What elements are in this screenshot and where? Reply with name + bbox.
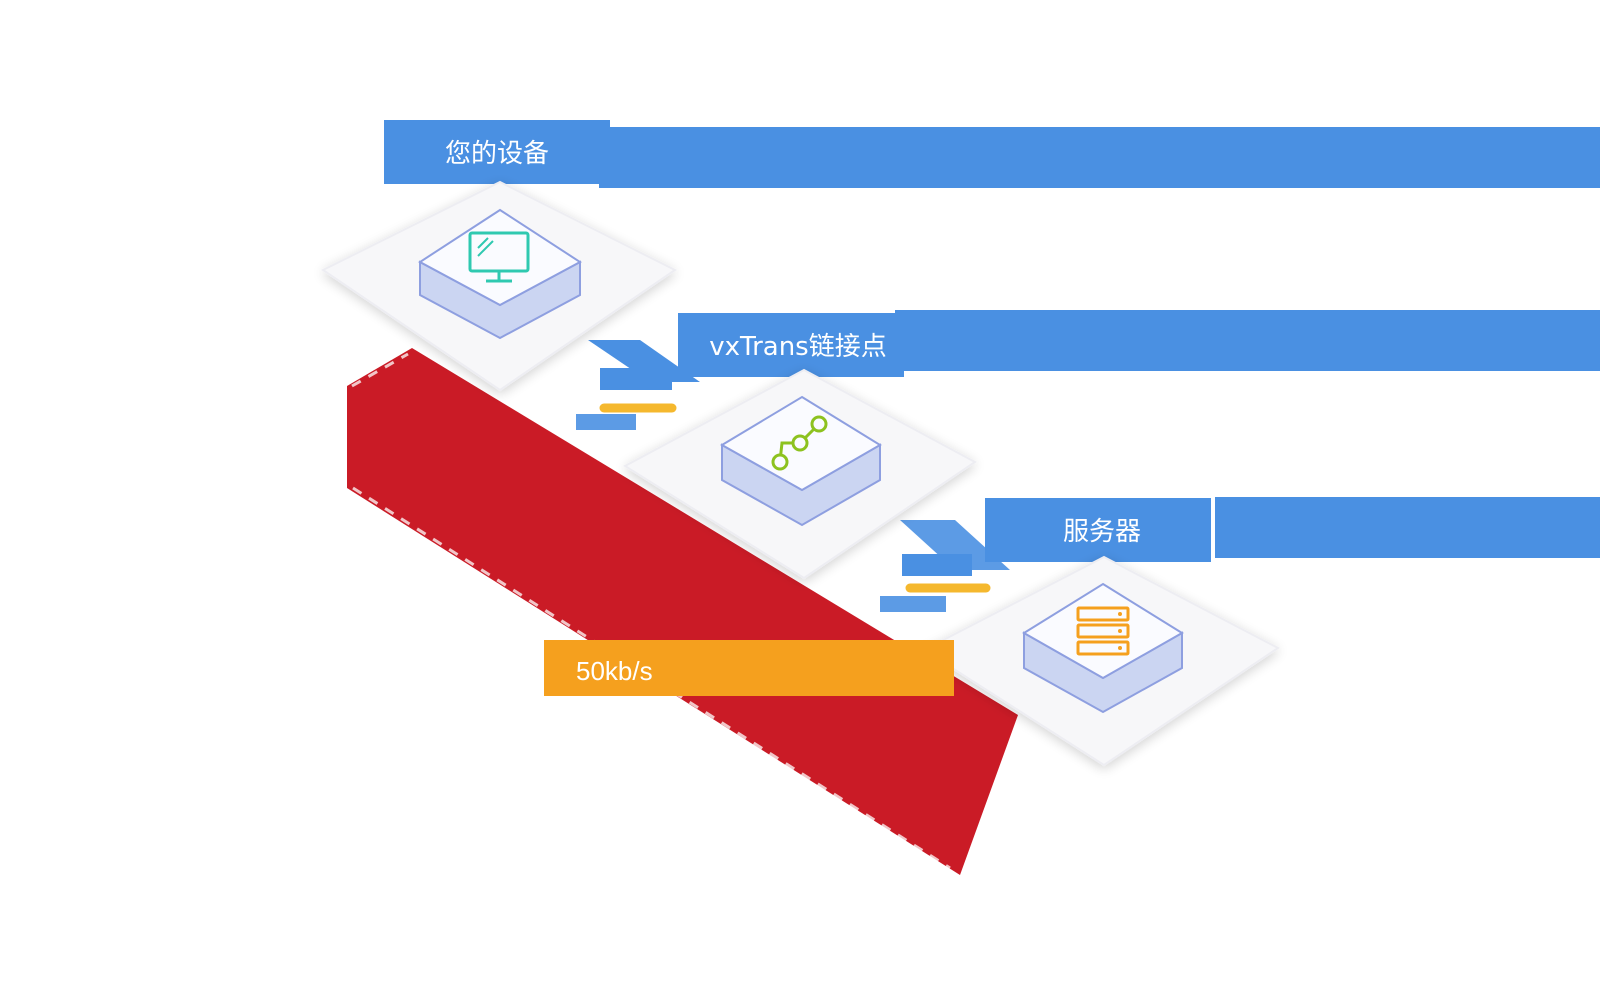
connector-relay-server	[880, 520, 1010, 612]
server-icon	[1076, 606, 1130, 656]
server-box	[1022, 582, 1184, 714]
relay-label: vxTrans链接点	[709, 332, 886, 362]
device-banner	[599, 127, 1600, 188]
direct-path	[347, 348, 1018, 875]
direct-path-dash	[352, 486, 951, 870]
server-label-box	[985, 498, 1211, 562]
device-label: 您的设备	[445, 139, 549, 169]
route-icon	[771, 415, 828, 471]
speed-label: 50kb/s	[576, 656, 653, 686]
speed-badge: 50kb/s	[544, 640, 954, 696]
relay-banner	[895, 310, 1600, 371]
device-box	[418, 208, 582, 340]
device-node: 您的设备	[321, 120, 677, 392]
connector-device-relay	[576, 340, 700, 430]
server-label: 服务器	[1063, 517, 1141, 547]
device-label-box	[384, 120, 610, 184]
server-banner	[1215, 497, 1600, 558]
relay-label-box	[678, 313, 904, 377]
direct-path-band	[347, 348, 1018, 875]
monitor-icon	[468, 231, 530, 283]
server-node: 服务器	[921, 498, 1280, 767]
speed-badge-box	[544, 640, 954, 696]
relay-node: vxTrans链接点	[623, 313, 977, 580]
